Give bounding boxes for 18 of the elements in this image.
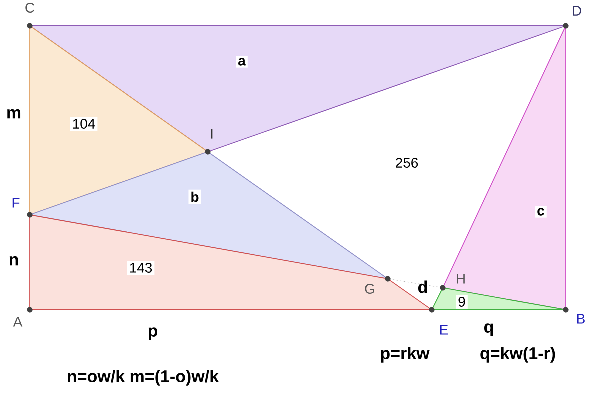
side-label: q (484, 324, 494, 336)
point-label: D (573, 6, 582, 16)
point-label: B (577, 314, 585, 324)
point-label: E (440, 325, 448, 335)
point-label: G (365, 284, 374, 294)
side-label: n=ow/k m=(1-o)w/k (68, 370, 220, 386)
point-label: C (26, 3, 35, 13)
side-label: n (10, 256, 18, 266)
side-label: d (418, 280, 428, 294)
side-label: m (8, 109, 21, 119)
side-label: p (148, 328, 158, 340)
point-label: A (13, 317, 23, 327)
region-label: 256 (393, 156, 421, 170)
side-label: q=kw(1-r) (480, 347, 556, 363)
side-label: p=rkw (381, 347, 430, 363)
point-label: F (12, 198, 20, 208)
point-label: H (457, 274, 465, 284)
point-label: I (211, 129, 213, 139)
